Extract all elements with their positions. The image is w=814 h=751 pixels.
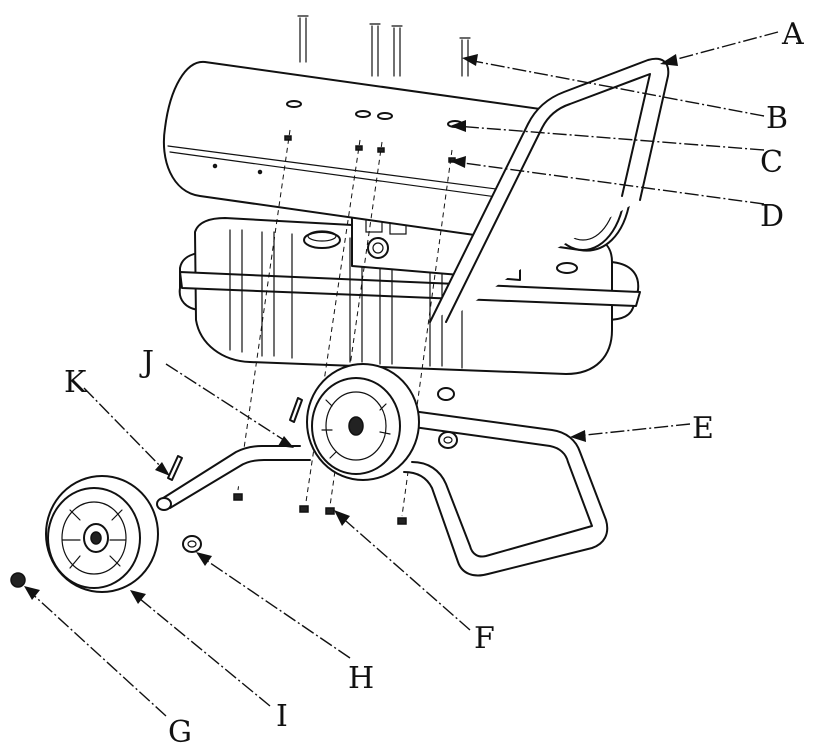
label-h: H <box>348 661 374 696</box>
label-k: K <box>64 365 87 400</box>
label-b: B <box>766 101 788 136</box>
wheel-loose-i <box>45 475 159 593</box>
bolts <box>297 15 471 77</box>
handle-a <box>429 57 670 323</box>
label-e: E <box>692 411 714 446</box>
small-parts <box>10 493 407 588</box>
leader-lines <box>24 31 779 717</box>
label-i: I <box>276 699 288 734</box>
callout-labels: A B C D E F G H I J K <box>64 17 804 750</box>
label-c: C <box>760 145 783 180</box>
thermostat-knob <box>367 237 389 259</box>
label-f: F <box>474 621 495 656</box>
label-g: G <box>168 715 192 750</box>
wheel-mounted <box>306 363 458 481</box>
label-a: A <box>781 17 804 52</box>
label-d: D <box>760 199 784 234</box>
fuel-cap <box>303 231 341 249</box>
wheel-frame-e <box>156 407 609 577</box>
cotter-pins <box>167 397 303 481</box>
label-j: J <box>139 345 154 380</box>
